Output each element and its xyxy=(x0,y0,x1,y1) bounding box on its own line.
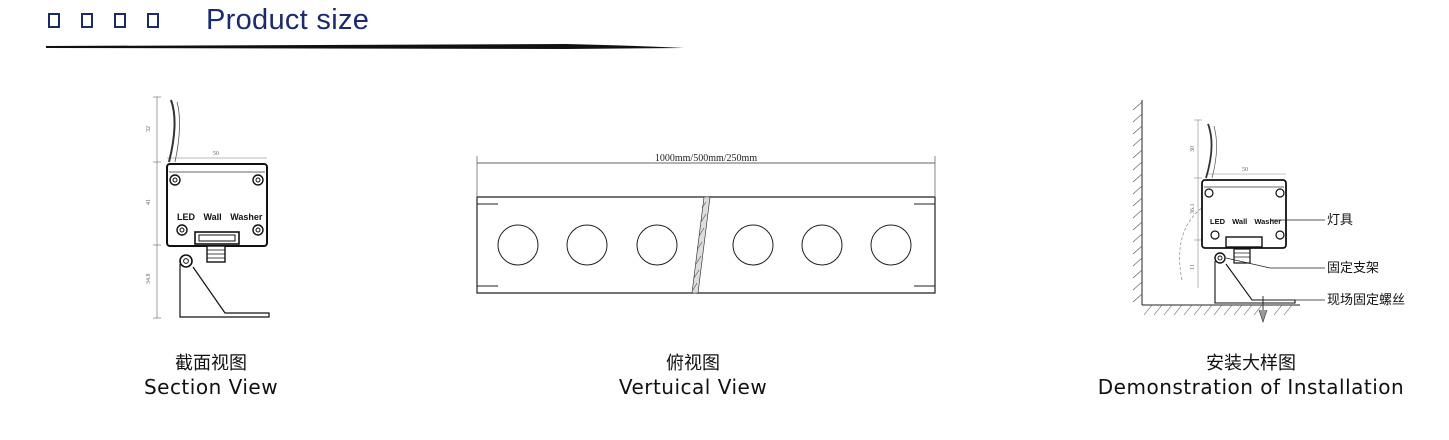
glyph-box xyxy=(48,13,60,28)
top-view-caption-en: Vertuical View xyxy=(618,374,768,399)
label-led: LED xyxy=(177,212,196,222)
install-dim-bottom: 11 xyxy=(1190,264,1196,270)
top-view-caption: 俯视图 Vertuical View xyxy=(582,353,804,399)
install-label-led: LED xyxy=(1210,217,1226,226)
length-dimension: 1000mm/500mm/250mm xyxy=(655,153,757,164)
glyph-box xyxy=(81,13,93,28)
callout-screw: 现场固定螺丝 xyxy=(1327,293,1405,308)
install-dim-width: 50 xyxy=(1242,167,1248,173)
glyph-box xyxy=(147,13,159,28)
callout-lamp: 灯具 xyxy=(1327,213,1353,228)
dim-top: 32 xyxy=(146,126,152,132)
section-view-drawing: 32 41 34.8 50 LED Wall Washer xyxy=(146,96,270,319)
dim-middle: 41 xyxy=(146,199,152,205)
lens-6 xyxy=(870,224,912,266)
installation-caption-zh: 安装大样图 xyxy=(1206,353,1296,374)
lens-3 xyxy=(636,224,678,266)
dim-bottom: 34.8 xyxy=(146,274,152,285)
section-view-caption-zh: 截面视图 xyxy=(175,353,247,374)
install-dim-top: 30 xyxy=(1190,146,1196,152)
header-placeholder-glyphs xyxy=(48,10,180,29)
callout-bracket: 固定支架 xyxy=(1327,261,1379,276)
top-view-caption-zh: 俯视图 xyxy=(666,353,720,374)
lens-1 xyxy=(497,224,539,266)
header-underline xyxy=(46,44,684,49)
install-label-washer: Washer xyxy=(1254,217,1281,226)
installation-caption: 安装大样图 Demonstration of Installation xyxy=(1060,353,1442,399)
section-view-caption: 截面视图 Section View xyxy=(100,353,322,399)
install-product-label: LED Wall Washer xyxy=(1210,217,1281,226)
lens-5 xyxy=(801,224,843,266)
section-view-caption-en: Section View xyxy=(143,374,279,399)
top-view-drawing: 1000mm/500mm/250mm xyxy=(476,153,936,294)
dim-width: 50 xyxy=(213,151,219,157)
page-title: Product size xyxy=(206,4,370,36)
lens-4 xyxy=(732,224,774,266)
installation-drawing: 30 36.1 11 50 LED Wall Washer 灯具 固定支架 现场… xyxy=(1132,100,1405,323)
installation-caption-en: Demonstration of Installation xyxy=(1097,374,1405,399)
lens-2 xyxy=(566,224,608,266)
label-wall: Wall xyxy=(204,212,222,222)
glyph-box xyxy=(114,13,126,28)
install-label-wall: Wall xyxy=(1232,217,1247,226)
install-dim-middle: 36.1 xyxy=(1190,204,1196,215)
label-washer: Washer xyxy=(230,212,263,222)
section-product-label: LED Wall Washer xyxy=(177,212,263,222)
